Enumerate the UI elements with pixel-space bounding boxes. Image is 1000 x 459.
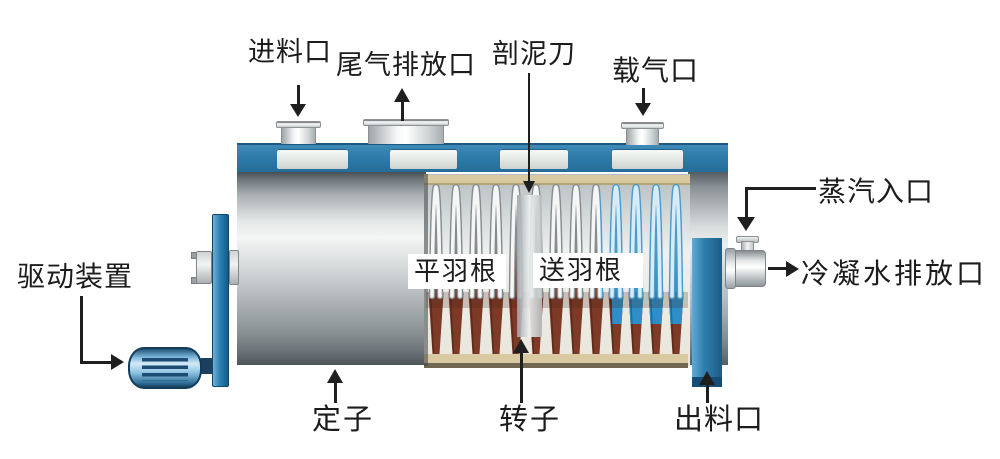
label-rotor: 转子 [499, 404, 562, 436]
carrier-gas-arrow-line [642, 88, 645, 105]
flange-insert [277, 149, 348, 169]
label-exhaust-gas-outlet: 尾气排放口 [336, 50, 476, 80]
label-stator: 定子 [312, 404, 375, 436]
carrier-gas-nozzle-stem [626, 128, 659, 145]
condensate-arrow [786, 261, 799, 277]
label-conveying-blade: 送羽根 [533, 253, 644, 288]
exhaust-arrow-line [401, 100, 404, 121]
shaft-bearing-flange-right [229, 250, 239, 285]
drive-arrow [111, 354, 124, 370]
inner-wall-top-strip [424, 175, 690, 184]
stator-arrow [327, 369, 343, 383]
label-steam-inlet: 蒸汽入口 [818, 176, 935, 207]
motor-grille [142, 358, 188, 381]
feed-inlet-arrow [290, 104, 306, 117]
condensate-arrow-line [768, 267, 788, 270]
stator-shell-body [237, 172, 426, 365]
carrier-gas-arrow [635, 103, 651, 116]
stator-arrow-line [334, 381, 337, 403]
carrier-gas-nozzle [621, 122, 664, 145]
rotor-arrow-line [520, 351, 523, 403]
label-drive-unit: 驱动装置 [17, 261, 134, 292]
carrier-gas-nozzle-flange [621, 122, 664, 129]
steam-arrow-vline [745, 187, 748, 218]
discharge-arrow-line [706, 383, 709, 403]
feed-inlet-nozzle-stem [281, 127, 316, 144]
mud-knife-arrow-line [528, 73, 530, 183]
discharge-chute [692, 238, 722, 387]
feed-inlet-arrow-line [297, 85, 300, 107]
drive-arrow-hline [80, 361, 112, 364]
flange-insert [500, 149, 568, 169]
label-feed-inlet: 进料口 [248, 37, 332, 67]
motor-shaft [200, 358, 213, 374]
steam-tee-flange [725, 248, 736, 289]
label-mud-cutting-knife: 剖泥刀 [492, 39, 576, 69]
drive-belt-housing [212, 214, 229, 387]
discharge-arrow [699, 371, 715, 385]
steam-arrow-hline [746, 187, 816, 190]
label-discharge-outlet: 出料口 [674, 404, 765, 436]
rotor-arrow [513, 339, 529, 353]
shaft-bearing-flange-left [196, 251, 212, 284]
label-carrier-gas-port: 载气口 [612, 55, 700, 86]
flange-insert [390, 149, 457, 169]
top-flange-band [237, 143, 728, 172]
feed-inlet-nozzle-flange [276, 121, 321, 128]
steam-arrow [737, 217, 755, 234]
exhaust-arrow [394, 88, 410, 102]
exhaust-nozzle-stem [368, 125, 444, 144]
exhaust-nozzle-flange [363, 119, 449, 126]
inner-wall-bottom-strip [424, 354, 688, 364]
inner-wall-bottom-edge [424, 363, 688, 368]
feed-inlet-nozzle [276, 121, 321, 144]
drive-arrow-vline [80, 296, 83, 364]
label-flat-blade: 平羽根 [408, 254, 507, 289]
label-condensate-drain-outlet: 冷凝水排放口 [801, 258, 988, 289]
flange-insert [612, 149, 683, 169]
exhaust-nozzle [363, 119, 449, 144]
mud-knife-arrow [523, 181, 535, 196]
